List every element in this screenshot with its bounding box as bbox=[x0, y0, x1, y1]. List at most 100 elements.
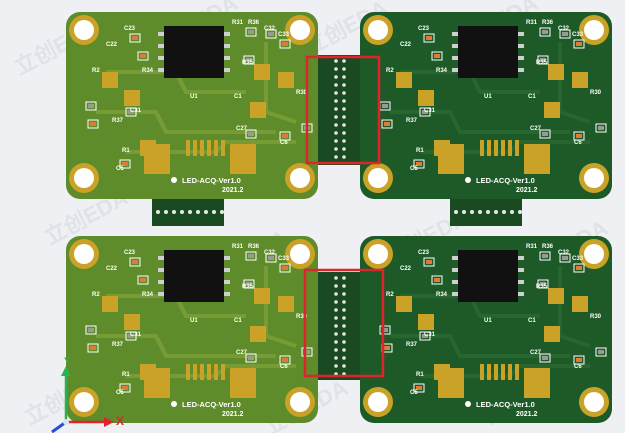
pin1-dot bbox=[171, 177, 177, 183]
component-outline bbox=[119, 159, 131, 169]
y-axis-label: Y bbox=[64, 356, 71, 366]
designator-c31: C31 bbox=[130, 332, 142, 338]
designator-c23: C23 bbox=[124, 26, 136, 32]
designator-c27: C27 bbox=[530, 350, 542, 356]
pad bbox=[124, 90, 140, 106]
designator-r1: R1 bbox=[416, 148, 424, 154]
pin1-dot bbox=[171, 401, 177, 407]
component-outline bbox=[419, 107, 431, 117]
designator-c6: C6 bbox=[574, 140, 582, 146]
designator-c5: C5 bbox=[410, 166, 418, 172]
pad bbox=[548, 64, 564, 80]
axis-gizmo[interactable]: Y X bbox=[44, 356, 134, 433]
component-outline bbox=[539, 27, 551, 37]
designator-c22: C22 bbox=[106, 266, 118, 272]
designator-r31: R31 bbox=[526, 244, 538, 250]
component-outline bbox=[595, 347, 607, 357]
designator-c5: C5 bbox=[116, 166, 124, 172]
designator-r36: R36 bbox=[542, 244, 554, 250]
board-date: 2021.2 bbox=[516, 411, 538, 418]
pad bbox=[124, 314, 140, 330]
designator-c22: C22 bbox=[400, 42, 412, 48]
component-outline bbox=[245, 129, 257, 139]
component-outline bbox=[87, 119, 99, 129]
designator-r35: R35 bbox=[242, 60, 254, 66]
component-outline bbox=[595, 123, 607, 133]
pad bbox=[230, 144, 256, 174]
component-outline bbox=[423, 257, 435, 267]
component-outline bbox=[413, 159, 425, 169]
pad bbox=[254, 288, 270, 304]
pad bbox=[230, 368, 256, 398]
designator-r34: R34 bbox=[436, 68, 448, 74]
component-outline bbox=[539, 353, 551, 363]
board-title: LED-ACQ-Ver1.0 bbox=[476, 176, 535, 185]
selection-box-top bbox=[305, 55, 381, 165]
designator-r1: R1 bbox=[122, 372, 130, 378]
component-outline bbox=[431, 275, 443, 285]
component-outline bbox=[573, 131, 585, 141]
component-outline bbox=[301, 347, 313, 357]
ic-chip-u1 bbox=[458, 26, 518, 78]
pad bbox=[524, 144, 550, 174]
component-outline bbox=[87, 343, 99, 353]
component-outline bbox=[539, 251, 551, 261]
pad bbox=[544, 102, 560, 118]
board-title: LED-ACQ-Ver1.0 bbox=[476, 400, 535, 409]
designator-r37: R37 bbox=[406, 342, 418, 348]
designator-c27: C27 bbox=[530, 126, 542, 132]
pin1-dot bbox=[465, 177, 471, 183]
designator-r34: R34 bbox=[142, 68, 154, 74]
designator-c33: C33 bbox=[572, 256, 584, 262]
designator-r37: R37 bbox=[112, 118, 124, 124]
designator-r1: R1 bbox=[416, 372, 424, 378]
component-outline bbox=[423, 33, 435, 43]
pad bbox=[140, 364, 156, 380]
designator-c32: C32 bbox=[558, 250, 570, 256]
component-outline bbox=[125, 107, 137, 117]
pad bbox=[250, 326, 266, 342]
designator-c32: C32 bbox=[264, 26, 276, 32]
board-date: 2021.2 bbox=[222, 187, 244, 194]
component-outline bbox=[85, 325, 97, 335]
component-outline bbox=[243, 279, 255, 289]
pad bbox=[572, 296, 588, 312]
component-outline bbox=[537, 279, 549, 289]
designator-r31: R31 bbox=[526, 20, 538, 26]
pad bbox=[102, 296, 118, 312]
pad bbox=[102, 72, 118, 88]
designator-c31: C31 bbox=[424, 332, 436, 338]
pad bbox=[278, 72, 294, 88]
pad bbox=[572, 72, 588, 88]
pad bbox=[434, 364, 450, 380]
designator-c33: C33 bbox=[572, 32, 584, 38]
component-outline bbox=[129, 33, 141, 43]
pad bbox=[418, 314, 434, 330]
designator-r30: R30 bbox=[590, 314, 602, 320]
component-outline bbox=[245, 251, 257, 261]
component-outline bbox=[279, 355, 291, 365]
designator-c31: C31 bbox=[424, 108, 436, 114]
designator-u1: U1 bbox=[190, 94, 198, 100]
designator-c6: C6 bbox=[280, 364, 288, 370]
designator-r36: R36 bbox=[248, 244, 260, 250]
pad bbox=[250, 102, 266, 118]
breakaway-rail-right bbox=[450, 198, 522, 226]
designator-r2: R2 bbox=[92, 68, 100, 74]
designator-c1: C1 bbox=[528, 318, 536, 324]
designator-r30: R30 bbox=[590, 90, 602, 96]
ic-chip-u1 bbox=[164, 26, 224, 78]
component-outline bbox=[279, 39, 291, 49]
designator-r37: R37 bbox=[406, 118, 418, 124]
component-outline bbox=[279, 131, 291, 141]
pad bbox=[140, 140, 156, 156]
designator-r35: R35 bbox=[242, 284, 254, 290]
designator-r37: R37 bbox=[112, 342, 124, 348]
designator-c27: C27 bbox=[236, 350, 248, 356]
